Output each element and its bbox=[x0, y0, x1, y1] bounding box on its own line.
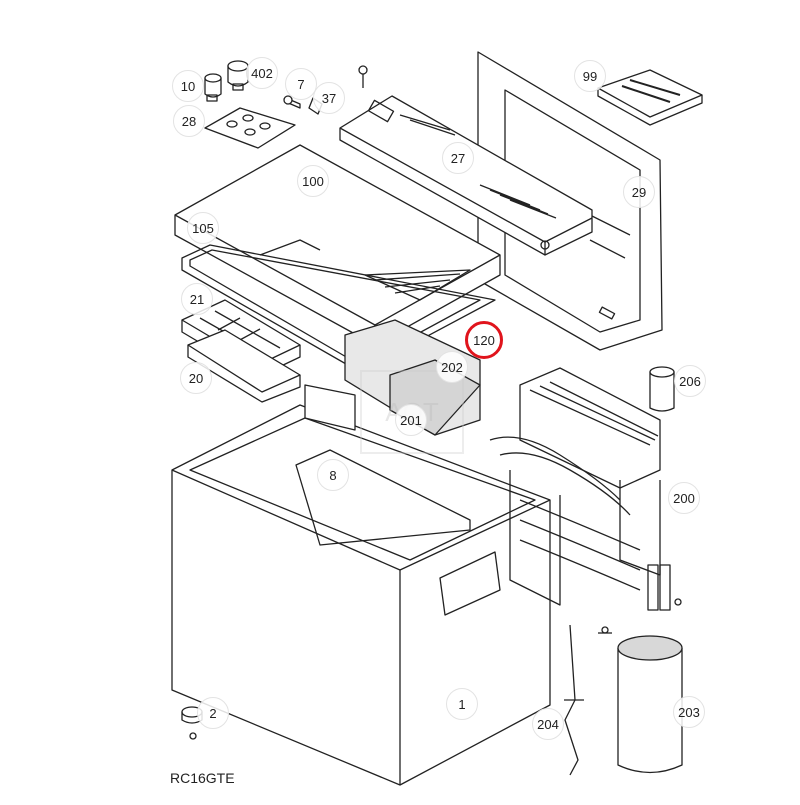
knobs bbox=[204, 60, 249, 102]
part-label-105[interactable]: 105 bbox=[187, 212, 219, 244]
part-label-21[interactable]: 21 bbox=[181, 283, 213, 315]
part-label-99[interactable]: 99 bbox=[574, 60, 606, 92]
part-label-201[interactable]: 201 bbox=[395, 404, 427, 436]
drip-tray bbox=[187, 329, 301, 403]
part-label-120[interactable]: 120 bbox=[465, 321, 503, 359]
part-label-1[interactable]: 1 bbox=[446, 688, 478, 720]
knob-plate bbox=[204, 107, 296, 149]
part-label-10[interactable]: 10 bbox=[172, 70, 204, 102]
control-strip bbox=[339, 95, 593, 256]
users-manual bbox=[597, 69, 703, 126]
part-label-100[interactable]: 100 bbox=[297, 165, 329, 197]
flue-baffle bbox=[564, 624, 584, 776]
part-label-27[interactable]: 27 bbox=[442, 142, 474, 174]
model-name: RC16GTE bbox=[170, 770, 235, 786]
part-label-203[interactable]: 203 bbox=[673, 696, 705, 728]
part-label-28[interactable]: 28 bbox=[173, 105, 205, 137]
part-label-8[interactable]: 8 bbox=[317, 459, 349, 491]
part-label-206[interactable]: 206 bbox=[674, 365, 706, 397]
part-label-2[interactable]: 2 bbox=[197, 697, 229, 729]
part-label-29[interactable]: 29 bbox=[623, 176, 655, 208]
part-label-200[interactable]: 200 bbox=[668, 482, 700, 514]
part-206-sleeve bbox=[649, 366, 675, 412]
cooling-unit bbox=[489, 367, 671, 611]
part-label-402[interactable]: 402 bbox=[246, 57, 278, 89]
part-label-204[interactable]: 204 bbox=[532, 708, 564, 740]
part-label-7[interactable]: 7 bbox=[285, 68, 317, 100]
insulation-cylinder bbox=[617, 635, 683, 774]
lower-screws bbox=[598, 598, 682, 634]
part-label-202[interactable]: 202 bbox=[436, 351, 468, 383]
part-label-37[interactable]: 37 bbox=[313, 82, 345, 114]
part-label-20[interactable]: 20 bbox=[180, 362, 212, 394]
